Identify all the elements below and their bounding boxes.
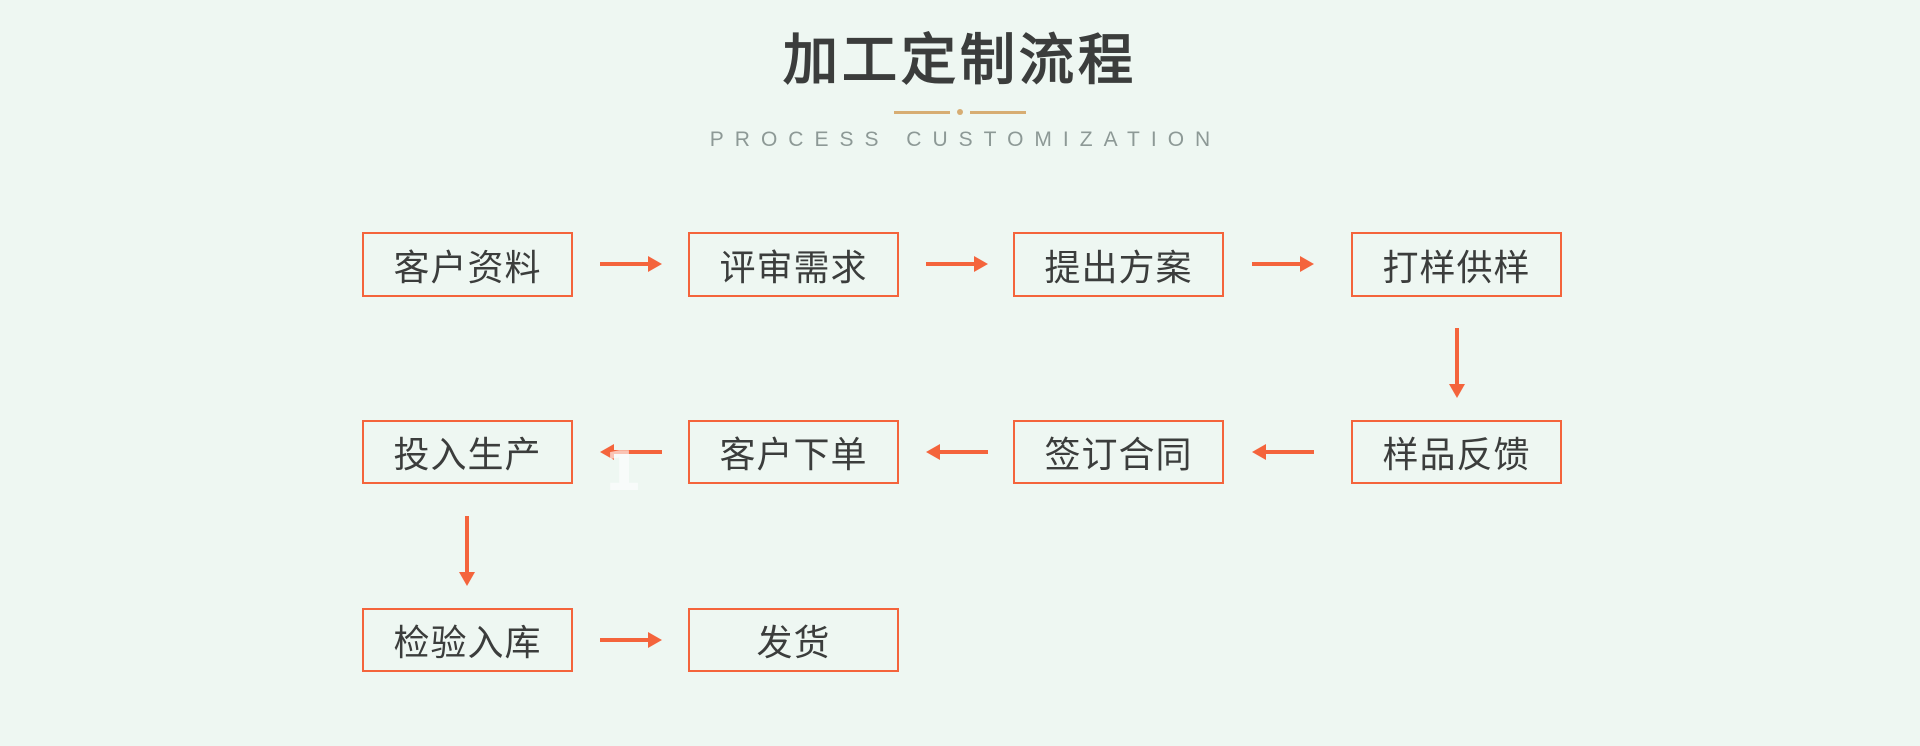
flow-node-sign-contract[interactable]: 签订合同 <box>1013 420 1224 484</box>
page-header: 加工定制流程 PROCESS CUSTOMIZATION <box>0 0 1920 152</box>
divider-bar-left <box>894 111 950 114</box>
arrow-shaft <box>926 262 975 266</box>
flow-node-sampling-supply[interactable]: 打样供样 <box>1351 232 1562 297</box>
flow-node-start-production[interactable]: 投入生产 <box>362 420 573 484</box>
flow-node-shipment[interactable]: 发货 <box>688 608 899 672</box>
divider-dot-icon <box>957 109 963 115</box>
arrow-shaft <box>465 516 469 573</box>
arrow-shaft <box>1455 328 1459 385</box>
arrow-shaft <box>600 262 649 266</box>
arrow-head-icon <box>1252 444 1266 460</box>
flow-node-customer-order[interactable]: 客户下单 <box>688 420 899 484</box>
arrow-head-icon <box>1300 256 1314 272</box>
flow-node-propose-plan[interactable]: 提出方案 <box>1013 232 1224 297</box>
flow-arrow-left-n7-n8 <box>600 441 662 463</box>
flow-arrow-right-n2-n3 <box>926 253 988 275</box>
page-subtitle: PROCESS CUSTOMIZATION <box>709 128 1222 151</box>
arrow-head-icon <box>648 256 662 272</box>
flow-node-review-requirements[interactable]: 评审需求 <box>688 232 899 297</box>
arrow-head-icon <box>974 256 988 272</box>
flow-arrow-right-n1-n2 <box>600 253 662 275</box>
arrow-shaft <box>1265 450 1314 454</box>
arrow-shaft <box>939 450 988 454</box>
arrow-head-icon <box>1449 384 1465 398</box>
arrow-head-icon <box>648 632 662 648</box>
page-title: 加工定制流程 <box>782 28 1137 92</box>
flow-arrow-left-n6-n7 <box>926 441 988 463</box>
flow-arrow-down-n4-n5 <box>1446 328 1468 398</box>
flow-arrow-down-n8-n9 <box>456 516 478 586</box>
title-divider-ornament <box>870 105 1050 119</box>
arrow-shaft <box>600 638 649 642</box>
flow-arrow-left-n5-n6 <box>1252 441 1314 463</box>
arrow-shaft <box>613 450 662 454</box>
flow-arrow-right-n9-n10 <box>600 629 662 651</box>
flow-node-inspection-warehousing[interactable]: 检验入库 <box>362 608 573 672</box>
flow-arrow-right-n3-n4 <box>1252 253 1314 275</box>
arrow-head-icon <box>600 444 614 460</box>
arrow-shaft <box>1252 262 1301 266</box>
divider-bar-right <box>970 111 1026 114</box>
flow-node-sample-feedback[interactable]: 样品反馈 <box>1351 420 1562 484</box>
flow-node-customer-info[interactable]: 客户资料 <box>362 232 573 297</box>
arrow-head-icon <box>926 444 940 460</box>
arrow-head-icon <box>459 572 475 586</box>
